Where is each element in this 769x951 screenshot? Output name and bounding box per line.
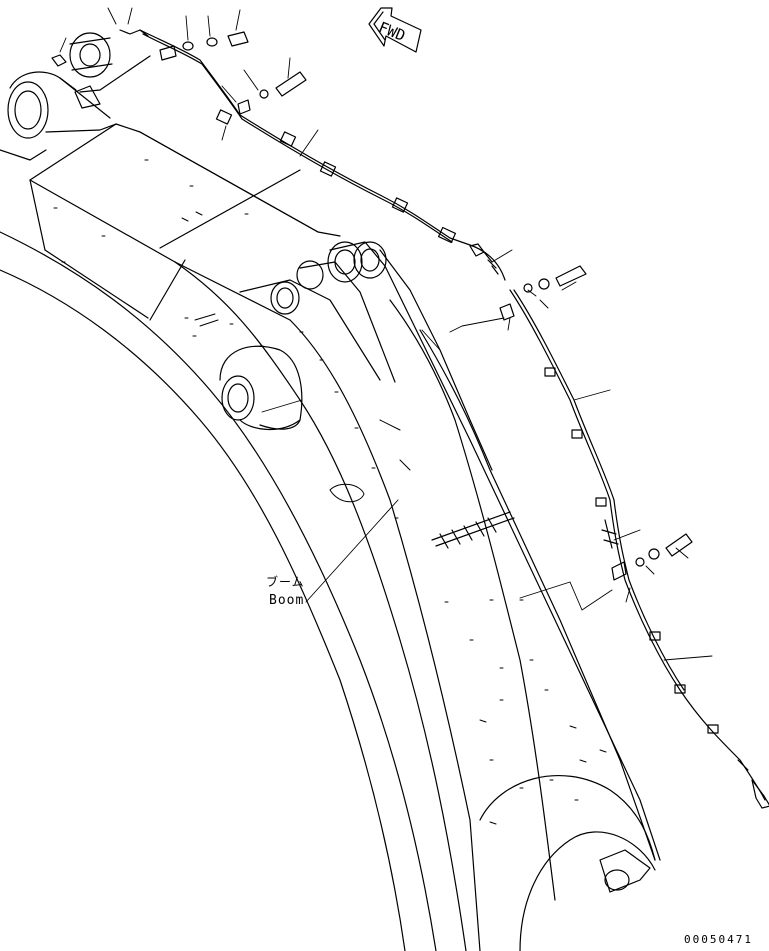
bolt-holes — [53, 159, 607, 825]
hardware-top — [51, 29, 307, 115]
drawing-number: 00050471 — [684, 933, 753, 946]
leader-lines — [59, 7, 713, 661]
boom-foot — [0, 71, 117, 161]
arm-brackets — [239, 241, 493, 471]
fwd-arrow-icon — [368, 7, 422, 53]
boom-outer-curve — [0, 231, 481, 951]
boom-right-plate — [389, 299, 661, 951]
camber-lines — [431, 511, 515, 549]
boom-label-japanese: ブーム — [266, 575, 305, 589]
hardware-right — [499, 265, 693, 581]
cylinder-bracket — [219, 345, 303, 431]
grease-pipe-lower — [509, 289, 769, 809]
boom-top-plate — [29, 123, 341, 321]
boom-label-english: Boom — [269, 593, 305, 608]
grease-pipe-upper — [139, 29, 506, 281]
